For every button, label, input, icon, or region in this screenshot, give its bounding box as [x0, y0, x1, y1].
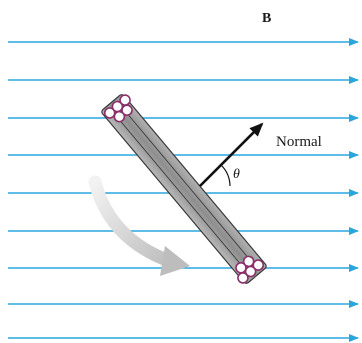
- coil-bottom-wire-ends: [235, 255, 265, 284]
- curved-arrow-icon: [88, 175, 190, 276]
- normal-vector: [199, 122, 264, 187]
- field-label-b: B: [262, 11, 271, 26]
- coil: [101, 94, 267, 284]
- wire-end: [252, 259, 265, 271]
- angle-arc: [220, 164, 231, 187]
- coil-wire: [116, 101, 259, 271]
- coil-wire: [109, 107, 252, 277]
- coil-top-wire-ends: [103, 94, 133, 123]
- wire-end: [242, 255, 255, 268]
- angle-label-theta: θ: [233, 167, 240, 182]
- wire-end: [121, 104, 133, 116]
- wire-end: [119, 94, 131, 106]
- coil-body: [101, 94, 267, 284]
- normal-label: Normal: [276, 134, 322, 150]
